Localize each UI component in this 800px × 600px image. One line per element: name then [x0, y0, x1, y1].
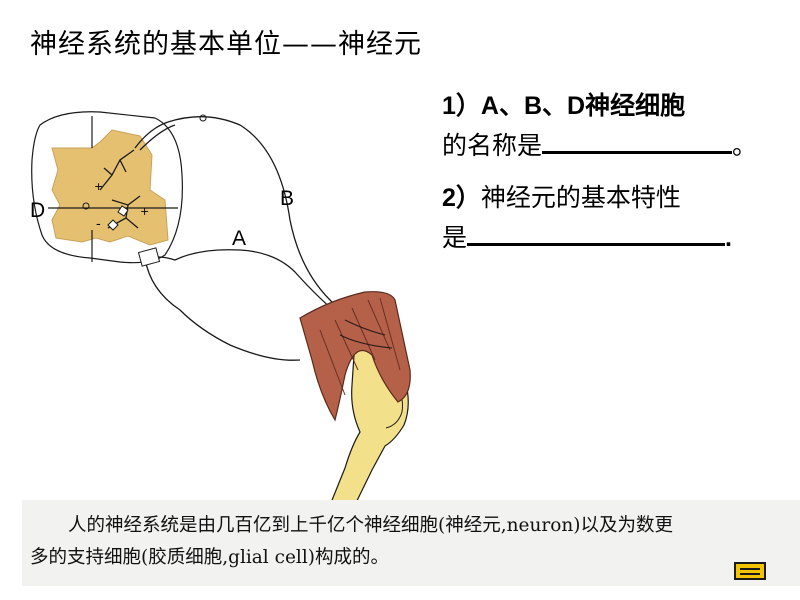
question-2-line-1: 2）神经元的基本特性 — [442, 178, 732, 218]
label-b: B — [280, 187, 294, 210]
label-d: D — [30, 199, 45, 222]
minus-sign: - — [96, 217, 101, 232]
question-1-text: A、B、D神经细胞 — [480, 92, 686, 120]
menu-icon-bar — [740, 573, 760, 575]
answer-blank-1[interactable] — [542, 129, 733, 154]
thigh-muscle — [299, 291, 411, 422]
caption-line-1-text: 人的神经系统是由几百亿到上千亿个神经细胞(神经元,neuron)以及为数更 — [68, 515, 673, 536]
question-1-end: 。 — [732, 131, 758, 160]
question-1: 1）A、B、D神经细胞 的名称是 。 — [442, 86, 757, 166]
menu-icon-bar — [740, 568, 760, 570]
menu-icon[interactable] — [734, 562, 766, 580]
question-1-line-1: 1）A、B、D神经细胞 — [442, 86, 757, 126]
question-1-line-2: 的名称是 。 — [442, 126, 757, 166]
caption-background — [22, 500, 800, 586]
answer-blank-2[interactable] — [467, 221, 726, 246]
fiber-b — [134, 116, 361, 331]
question-1-number: 1） — [442, 92, 481, 120]
slide-title: 神经系统的基本单位——神经元 — [30, 29, 422, 60]
question-2-text: 神经元的基本特性 — [480, 183, 681, 212]
question-2-line-2: 是. — [442, 218, 732, 258]
label-a: A — [232, 227, 246, 250]
question-2: 2）神经元的基本特性 是. — [442, 178, 732, 258]
question-2-end: . — [725, 224, 732, 252]
question-2-text-2: 是 — [442, 223, 468, 252]
reflex-arc-diagram: D + + - B A — [30, 111, 411, 515]
question-2-number: 2） — [442, 184, 481, 212]
plus-sign: + — [94, 180, 103, 193]
plus-sign-2: + — [140, 205, 149, 218]
caption-line-1: 人的神经系统是由几百亿到上千亿个神经细胞(神经元,neuron)以及为数更 — [30, 510, 790, 542]
caption-line-2: 多的支持细胞(胶质细胞,glial cell)构成的。 — [30, 547, 389, 568]
question-1-text-2: 的名称是 — [442, 131, 543, 160]
fiber-a — [144, 249, 346, 321]
caption: 人的神经系统是由几百亿到上千亿个神经细胞(神经元,neuron)以及为数更 多的… — [30, 510, 790, 574]
